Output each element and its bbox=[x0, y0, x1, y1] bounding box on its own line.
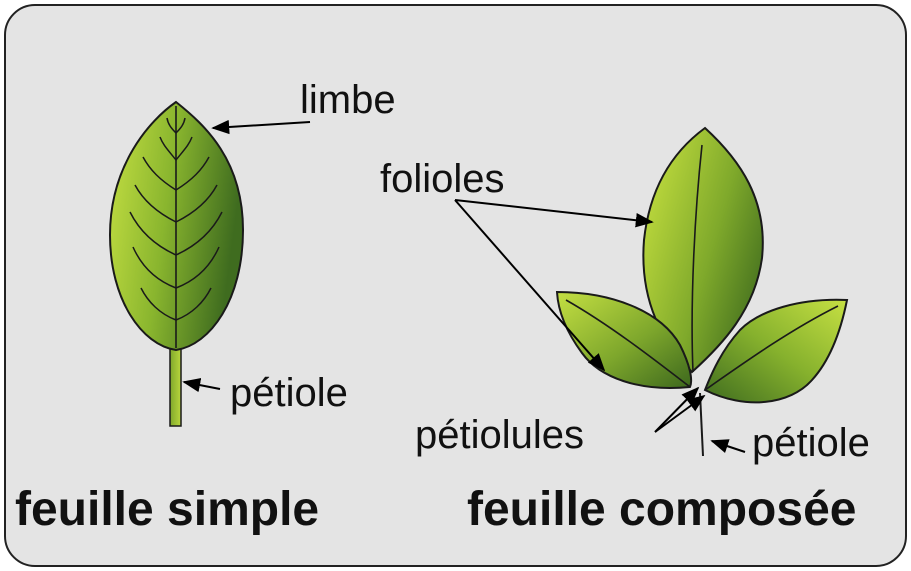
label-petiole-compound: pétiole bbox=[752, 421, 870, 465]
simple-leaf-petiole bbox=[170, 340, 181, 426]
caption-compound-leaf: feuille composée bbox=[467, 483, 856, 536]
label-petiolules: pétiolules bbox=[415, 413, 584, 457]
label-folioles: folioles bbox=[380, 157, 505, 201]
label-limbe: limbe bbox=[300, 78, 396, 122]
caption-simple-leaf: feuille simple bbox=[15, 483, 319, 536]
label-petiole-simple: pétiole bbox=[230, 371, 348, 415]
